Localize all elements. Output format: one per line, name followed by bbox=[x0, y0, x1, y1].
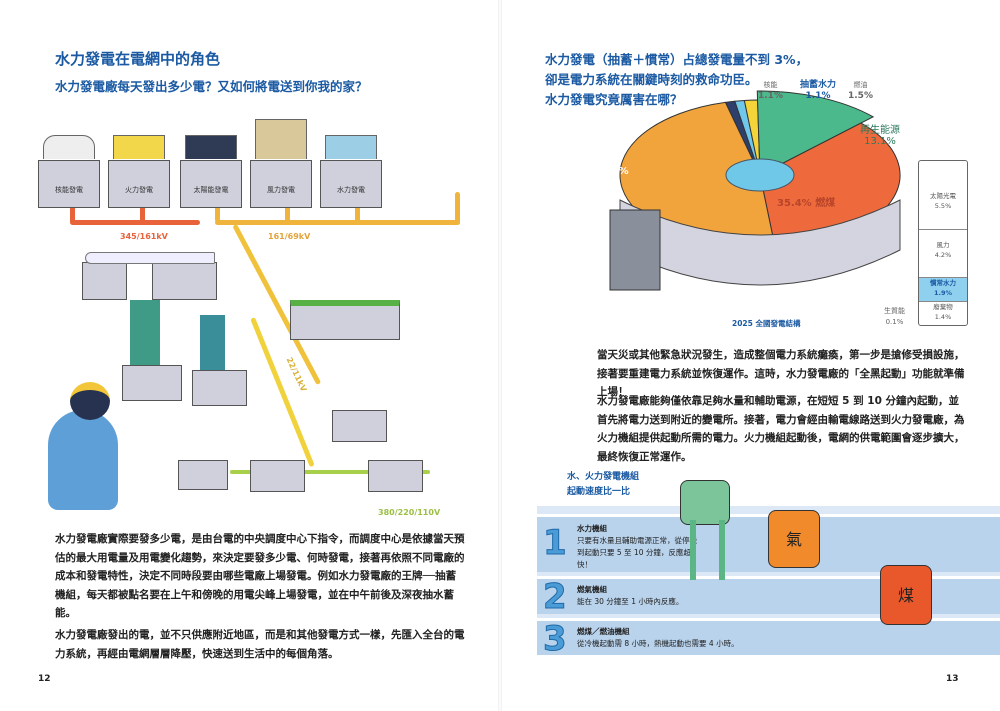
row-number: 1 bbox=[543, 523, 568, 564]
row-text: 燃煤／燃油機組從冷機起動需 8 小時，熱機起動也需要 4 小時。 bbox=[577, 627, 739, 648]
gas-unit-mascot: 氣 bbox=[768, 510, 820, 568]
chart-caption: 2025 全國發電結構 bbox=[732, 319, 801, 328]
office-tower bbox=[192, 370, 247, 406]
row-text: 水力機組只要有水量且輔助電源正常，從停機到起動只要 5 至 10 分鐘，反應超快… bbox=[577, 524, 697, 569]
taipei-101 bbox=[130, 300, 160, 365]
hydro-turbine-mascot bbox=[680, 480, 730, 525]
row-text: 燃氣機組能在 30 分鐘至 1 小時內反應。 bbox=[577, 585, 684, 606]
row-number: 3 bbox=[543, 619, 568, 660]
wind-plant: 風力發電 bbox=[250, 119, 312, 208]
nuclear-plant: 核能發電 bbox=[38, 135, 100, 208]
mascot-head bbox=[70, 382, 110, 420]
row-number: 2 bbox=[543, 577, 568, 618]
heading-line: 水力發電究竟厲害在哪？ bbox=[545, 92, 683, 107]
comparison-title-line: 水、火力發電機組 bbox=[567, 472, 640, 482]
train-station bbox=[82, 262, 127, 300]
body-paragraph: 水力發電廠發出的電，並不只供應附近地區，而是和其他發電方式一樣，先匯入全台的電力… bbox=[55, 629, 465, 660]
power-outlet bbox=[178, 460, 228, 490]
mascot-cat bbox=[48, 410, 118, 510]
body-paragraph: 當天災或其他緊急狀況發生，造成整個電力系統癱瘓，第一步是搶修受損設施，接著要重建… bbox=[597, 349, 965, 398]
voltage-label-household: 380/220/110V bbox=[378, 508, 441, 517]
generation-pie-chart bbox=[609, 90, 901, 291]
page-title: 水力發電在電網中的角色 bbox=[55, 50, 221, 68]
stadium bbox=[290, 300, 400, 340]
book-gutter bbox=[498, 0, 502, 711]
comparison-row: 3 燃煤／燃油機組從冷機起動需 8 小時，熱機起動也需要 4 小時。 bbox=[537, 618, 1000, 660]
pie-slice-2 bbox=[756, 90, 875, 176]
left-page: 水力發電在電網中的角色 水力發電廠每天發出多少電？又如何將電送到你我的家？ 核能… bbox=[38, 50, 465, 684]
comparison-title-line: 起動速度比一比 bbox=[567, 487, 631, 497]
page-number: 12 bbox=[38, 674, 51, 684]
page-subtitle: 水力發電廠每天發出多少電？又如何將電送到你我的家？ bbox=[55, 79, 368, 94]
turbine-housing bbox=[619, 199, 901, 286]
slice-label-coal: 35.4% 燃煤 bbox=[777, 198, 836, 209]
houses bbox=[332, 410, 387, 442]
heading-line: 水力發電（抽蓄＋慣常）占總發電量不到 3%， bbox=[545, 52, 809, 67]
page-number: 13 bbox=[946, 674, 959, 684]
mascot-tentacles bbox=[690, 520, 725, 580]
solar-plant: 太陽能發電 bbox=[180, 135, 242, 208]
right-heading: 水力發電（抽蓄＋慣常）占總發電量不到 3%， 卻是電力系統在關鍵時刻的救命功臣。… bbox=[545, 50, 808, 110]
glass-tower bbox=[200, 315, 225, 370]
voltage-label-345-161kv: 345/161kV bbox=[120, 232, 168, 241]
heading-line: 卻是電力系統在關鍵時刻的救命功臣。 bbox=[545, 72, 758, 87]
train-station bbox=[152, 262, 217, 300]
thermal-plant: 火力發電 bbox=[108, 135, 170, 208]
houses bbox=[368, 460, 423, 492]
body-paragraph: 水力發電廠實際要發多少電，是由台電的中央調度中心下指令，而調度中心是依據當天預估… bbox=[55, 533, 465, 619]
office-tower bbox=[122, 365, 182, 401]
comparison-title: 水、火力發電機組 起動速度比一比 bbox=[567, 470, 639, 500]
hydro-plant: 水力發電 bbox=[320, 135, 382, 208]
coal-unit-mascot: 煤 bbox=[880, 565, 932, 625]
body-paragraph: 水力發電廠能夠僅依靠足夠水量和輔助電源，在短短 5 到 10 分鐘內起動，並首先… bbox=[597, 395, 965, 463]
houses bbox=[250, 460, 305, 492]
high-speed-train bbox=[85, 252, 215, 264]
voltage-label-161-69kv: 161/69kV bbox=[268, 232, 311, 241]
machinery bbox=[609, 209, 661, 291]
turbine-center bbox=[725, 158, 795, 192]
